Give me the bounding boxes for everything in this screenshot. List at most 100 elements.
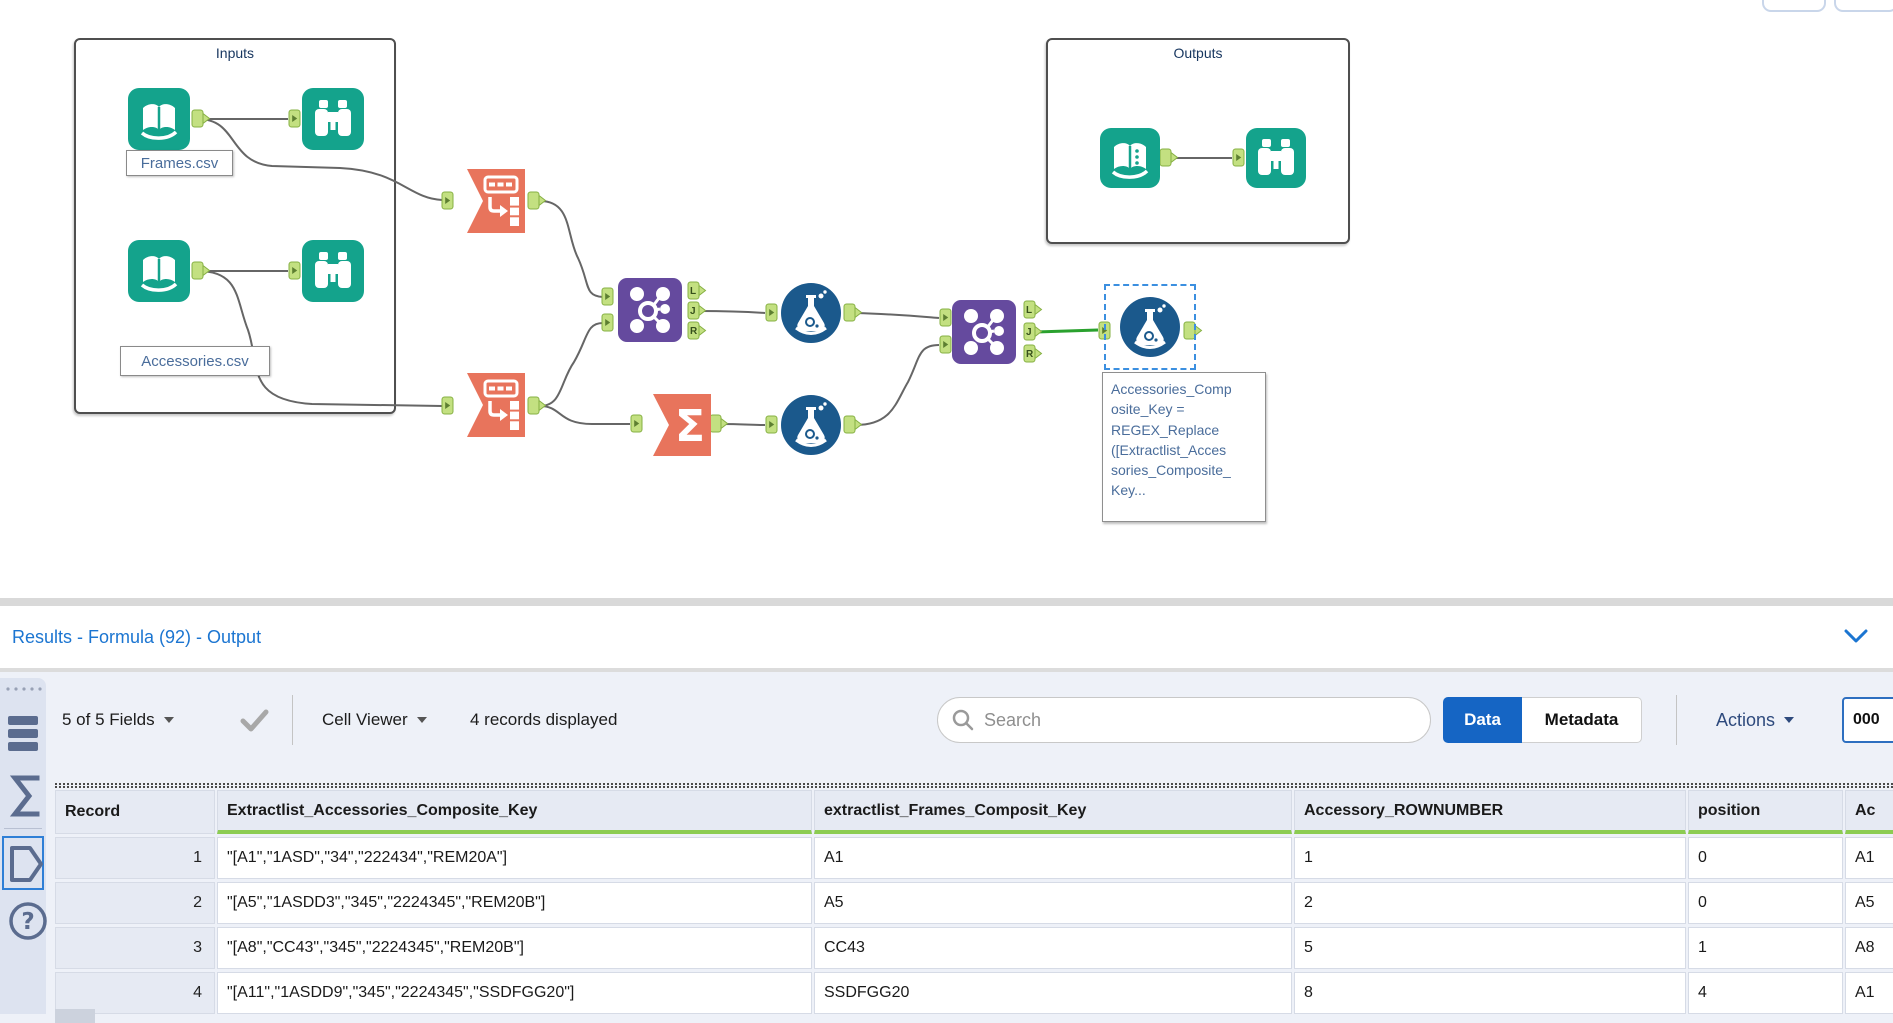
cell[interactable]: "[A11","1ASDD9","345","2224345","SSDFGG2… (217, 972, 812, 1014)
text-to-columns-icon (467, 373, 525, 437)
cell-viewer-dropdown[interactable]: Cell Viewer (322, 697, 427, 743)
search-input[interactable] (984, 709, 1404, 731)
column-header-rownumber[interactable]: Accessory_ROWNUMBER (1294, 790, 1686, 834)
table-view-icon[interactable] (7, 714, 39, 754)
inputs-container-label: Inputs (215, 45, 255, 61)
formula-icon (781, 283, 841, 343)
formula-annotation[interactable]: Accessories_Comp osite_Key = REGEX_Repla… (1102, 372, 1266, 522)
tool-annotation-frames[interactable]: Frames.csv (126, 150, 233, 176)
connection-selected (1035, 328, 1099, 334)
cell[interactable]: 5 (1294, 927, 1686, 969)
cell[interactable]: SSDFGG20 (814, 972, 1292, 1014)
text-to-columns-tool-2[interactable] (460, 372, 526, 443)
row-number[interactable]: 2 (55, 882, 215, 924)
cell[interactable]: A5 (1845, 882, 1893, 924)
drag-handle-dots-icon[interactable] (5, 686, 43, 692)
canvas-corner-button[interactable] (1762, 0, 1826, 12)
cell[interactable]: 1 (1294, 837, 1686, 879)
metadata-tab[interactable]: Metadata (1522, 697, 1642, 743)
tool-annotation-accessories[interactable]: Accessories.csv (120, 346, 270, 376)
profile-view-icon[interactable] (7, 772, 41, 820)
results-header-divider (0, 668, 1893, 672)
browse-tool-accessories[interactable] (302, 240, 364, 307)
shape-view-icon[interactable] (9, 842, 47, 886)
shape-view-selected-outline (2, 836, 44, 890)
cell[interactable]: "[A5","1ASDD3","345","2224345","REM20B"] (217, 882, 812, 924)
selection-marquee (55, 783, 1893, 788)
chevron-down-icon[interactable] (1842, 626, 1874, 648)
column-header-record[interactable]: Record (55, 790, 215, 834)
column-header-frames-key[interactable]: extractlist_Frames_Composit_Key (814, 790, 1292, 834)
cell[interactable]: A5 (814, 882, 1292, 924)
column-header-accessories-key[interactable]: Extractlist_Accessories_Composite_Key (217, 790, 812, 834)
row-number[interactable]: 4 (55, 972, 215, 1014)
svg-text:L: L (1026, 305, 1032, 316)
svg-text:?: ? (21, 909, 34, 935)
cell[interactable]: "[A8","CC43","345","2224345","REM20B"] (217, 927, 812, 969)
help-icon[interactable]: ? (7, 900, 51, 944)
cell[interactable]: 8 (1294, 972, 1686, 1014)
actions-label: Actions (1716, 709, 1776, 730)
cell[interactable]: "[A1","1ASD","34","222434","REM20A"] (217, 837, 812, 879)
scrollbar-corner[interactable] (55, 1009, 95, 1023)
sidebar-divider (4, 828, 42, 829)
results-sidebar: ? (0, 678, 47, 1014)
canvas-corner-button[interactable] (1834, 0, 1893, 12)
input-data-tool-frames[interactable] (128, 88, 190, 155)
toolbar-separator (1676, 695, 1677, 745)
text-to-columns-tool-1[interactable] (460, 168, 526, 239)
results-table: Record Extractlist_Accessories_Composite… (55, 790, 1893, 1014)
cell[interactable]: 0 (1688, 882, 1843, 924)
summarize-tool[interactable]: Σ (646, 393, 712, 462)
output-data-tool[interactable] (1100, 128, 1160, 193)
browse-icon (1246, 128, 1306, 188)
column-header-clipped[interactable]: Ac (1845, 790, 1893, 834)
text-to-columns-icon (467, 169, 525, 233)
cell[interactable]: A1 (814, 837, 1292, 879)
join-icon (952, 300, 1016, 364)
formula-tool-output[interactable] (1119, 296, 1181, 363)
results-title: Results - Formula (92) - Output (12, 626, 262, 647)
browse-tool-frames[interactable] (302, 88, 364, 155)
svg-text:J: J (690, 306, 696, 317)
join-icon (618, 278, 682, 342)
input-data-icon (128, 88, 190, 150)
cell-viewer-label: Cell Viewer (322, 710, 408, 729)
results-header: Results - Formula (92) - Output (0, 606, 1893, 668)
cell[interactable]: A8 (1845, 927, 1893, 969)
formula-tool-2[interactable] (780, 394, 842, 461)
column-header-position[interactable]: position (1688, 790, 1843, 834)
svg-text:L: L (690, 286, 696, 297)
join-tool-1[interactable] (618, 278, 682, 347)
actions-dropdown[interactable]: Actions (1716, 697, 1795, 743)
cell[interactable]: CC43 (814, 927, 1292, 969)
cell[interactable]: 1 (1688, 927, 1843, 969)
search-box[interactable] (937, 697, 1431, 743)
fields-dropdown[interactable]: 5 of 5 Fields (62, 697, 174, 743)
join-tool-2[interactable] (952, 300, 1016, 369)
join-anchor-letters: L J R L J R (690, 286, 1034, 360)
data-tab[interactable]: Data (1443, 697, 1522, 743)
records-displayed-label: 4 records displayed (470, 710, 618, 729)
cell[interactable]: 2 (1294, 882, 1686, 924)
toolbar-separator (292, 695, 293, 745)
row-number[interactable]: 1 (55, 837, 215, 879)
search-icon (952, 709, 974, 731)
row-number[interactable]: 3 (55, 927, 215, 969)
cell[interactable]: A1 (1845, 837, 1893, 879)
record-page-box[interactable]: 000 (1842, 697, 1893, 743)
cell[interactable]: 4 (1688, 972, 1843, 1014)
workflow-canvas[interactable]: Inputs Outputs (0, 0, 1893, 600)
apply-check-icon[interactable] (240, 708, 270, 734)
browse-icon (302, 240, 364, 302)
dropdown-arrow-icon (163, 717, 174, 723)
cell[interactable]: 0 (1688, 837, 1843, 879)
input-data-tool-accessories[interactable] (128, 240, 190, 307)
formula-icon (1120, 297, 1180, 357)
browse-tool-output[interactable] (1246, 128, 1306, 193)
outputs-container-label: Outputs (1173, 45, 1223, 61)
cell[interactable]: A1 (1845, 972, 1893, 1014)
pane-divider[interactable] (0, 598, 1893, 606)
svg-text:R: R (690, 326, 698, 337)
formula-tool-1[interactable] (780, 282, 842, 349)
